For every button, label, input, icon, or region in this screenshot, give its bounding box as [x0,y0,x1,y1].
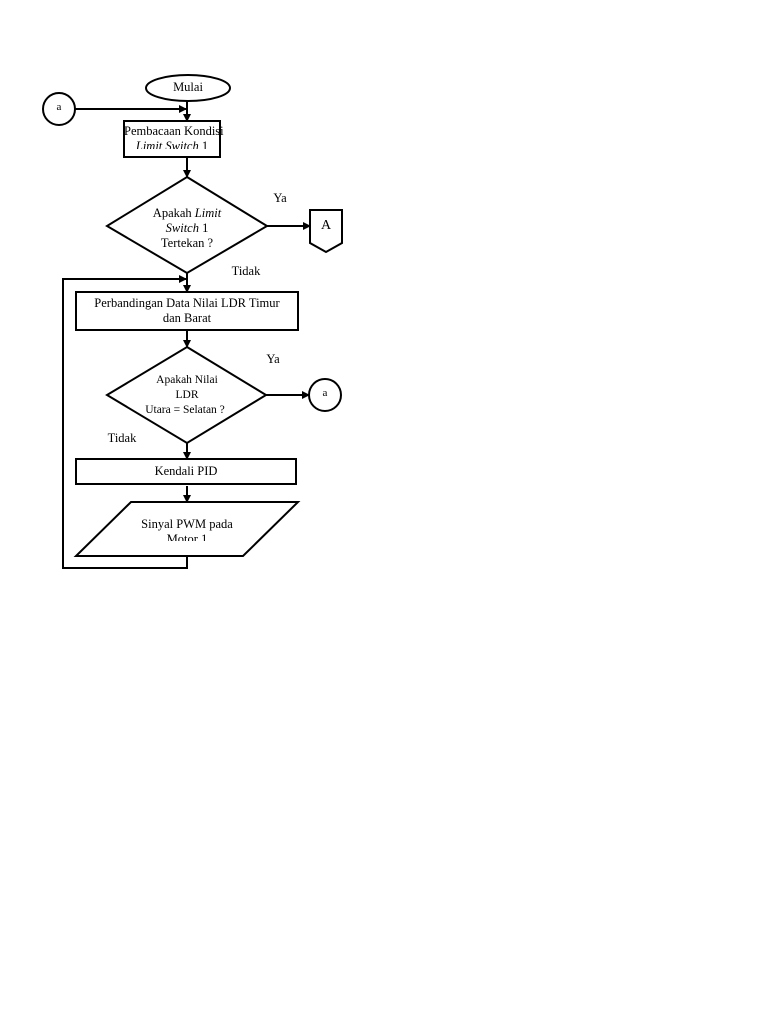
step2-line1: Perbandingan Data Nilai LDR Timur [94,296,280,310]
decision1-yes-label: Ya [273,191,287,205]
decision1-italic2: Switch [165,221,199,235]
decision2-label: Apakah Nilai LDR Utara = Selatan ? [117,373,257,419]
decision1-italic: Limit [194,206,222,220]
output-line1: Sinyal PWM pada [141,517,233,531]
step3-box [75,458,297,485]
step1-rest: 1 [198,139,209,149]
loop-back-line [62,275,188,569]
step3-label: Kendali PID [154,464,218,478]
connector-out-label: a [322,387,328,399]
decision1-text: Apakah [152,206,195,220]
step1-line1: Pembacaan Kondisi [124,124,224,138]
step1-line2: Limit Switch 1 [124,139,220,149]
decision1-line1: Apakah Limit [127,206,247,221]
output-parallelogram [73,501,301,557]
step1-label: Pembacaan Kondisi Limit Switch 1 [124,124,224,149]
decision2-line1: Apakah Nilai [156,374,218,386]
connector-in-label: a [56,101,62,113]
decision2-no-label: Tidak [107,431,137,445]
decision2-yes-label: Ya [266,352,280,366]
decision2-line2: LDR [175,389,199,401]
decision1-line3: Tertekan ? [160,236,214,247]
step2-label: Perbandingan Data Nilai LDR Timur dan Ba… [76,296,298,326]
decision1-line2: Switch 1 [127,221,247,236]
step2-box [75,291,299,331]
step2-line2: dan Barat [162,311,212,325]
step1-box [123,120,221,158]
output-label: Sinyal PWM pada Motor 1 [112,517,262,541]
start-label: Mulai [173,80,203,94]
decision1-label: Apakah Limit Switch 1 Tertekan ? [127,206,247,247]
decision1-no-label: Tidak [231,264,261,278]
decision1-rest: 1 [198,221,209,235]
offpage-connector-shape [309,209,343,254]
offpage-connector-label: A [320,218,332,233]
step1-italic: Limit Switch [135,139,199,149]
connector-a-out [308,378,342,412]
output-line2: Motor 1 [166,532,208,541]
decision2-line3: Utara = Selatan ? [145,404,225,416]
